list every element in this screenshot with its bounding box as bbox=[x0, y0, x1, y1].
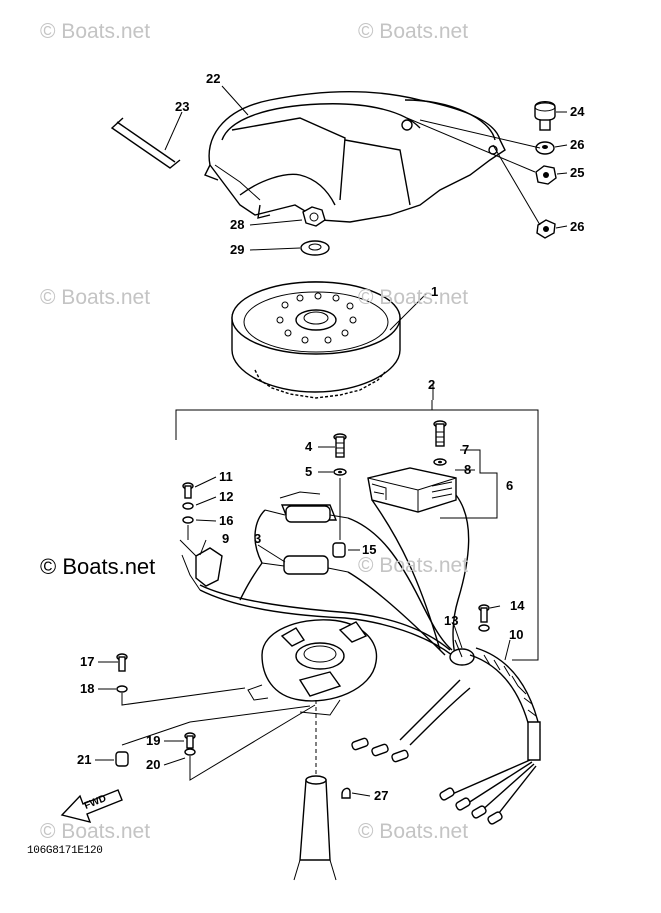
bolt-11 bbox=[182, 482, 194, 499]
callout-14: 14 bbox=[510, 598, 525, 613]
watermark-bottom-left: © Boats.net bbox=[40, 820, 151, 843]
watermark-mid-left: © Boats.net bbox=[40, 286, 151, 309]
collar-nut bbox=[535, 165, 557, 185]
callout-19: 19 bbox=[146, 733, 161, 748]
watermark-top-left: © Boats.net bbox=[40, 20, 151, 43]
callout-25: 25 bbox=[570, 165, 585, 180]
washer-20 bbox=[184, 748, 196, 756]
callout-6: 6 bbox=[506, 478, 514, 493]
watermark-top-right: © Boats.net bbox=[358, 20, 469, 43]
callout-27: 27 bbox=[374, 788, 389, 803]
callout-15: 15 bbox=[362, 542, 377, 557]
spacer bbox=[332, 542, 346, 558]
washer-12 bbox=[182, 502, 194, 510]
stator-group-bracket bbox=[175, 400, 539, 661]
callout-17: 17 bbox=[80, 654, 95, 669]
drawing-code: 106G8171E120 bbox=[27, 845, 103, 857]
bolt-14 bbox=[478, 604, 490, 632]
callout-22: 22 bbox=[206, 71, 221, 86]
bolt-17-guide bbox=[121, 687, 246, 706]
stator-base-plate bbox=[247, 619, 378, 716]
callout-16: 16 bbox=[219, 513, 234, 528]
watermark-mid-right: © Boats.net bbox=[358, 286, 469, 309]
cover-rod bbox=[110, 117, 181, 169]
callout-7: 7 bbox=[462, 442, 470, 457]
callout-26-lower: 26 bbox=[570, 219, 585, 234]
woodruff-key bbox=[341, 787, 351, 799]
callout-9: 9 bbox=[222, 531, 230, 546]
grommet-lower bbox=[536, 219, 556, 239]
charge-coil bbox=[264, 491, 349, 523]
bolt-17 bbox=[116, 653, 128, 672]
connectors-right bbox=[439, 759, 537, 825]
callout-8: 8 bbox=[464, 462, 472, 477]
leader-lines bbox=[95, 85, 568, 797]
callout-29: 29 bbox=[230, 242, 245, 257]
callout-28: 28 bbox=[230, 217, 245, 232]
nut bbox=[302, 206, 326, 227]
callout-20: 20 bbox=[146, 757, 161, 772]
spacer-21 bbox=[115, 751, 129, 767]
crankshaft bbox=[293, 700, 337, 881]
cdi-unit bbox=[367, 467, 457, 513]
alignment-lines bbox=[406, 117, 541, 226]
washer-16 bbox=[182, 516, 194, 524]
sensor bbox=[179, 539, 223, 591]
watermark-left-dark: © Boats.net bbox=[40, 554, 156, 579]
callout-5: 5 bbox=[305, 464, 313, 479]
flywheel-cover bbox=[204, 91, 506, 223]
callout-12: 12 bbox=[219, 489, 234, 504]
flywheel bbox=[231, 281, 401, 399]
spacer-guides bbox=[121, 704, 316, 781]
washer-8 bbox=[433, 458, 447, 466]
callout-21: 21 bbox=[77, 752, 92, 767]
connectors-left bbox=[351, 679, 471, 763]
washer-5 bbox=[333, 468, 347, 476]
wiring bbox=[199, 494, 470, 656]
callout-10: 10 bbox=[509, 627, 524, 642]
callout-18: 18 bbox=[80, 681, 95, 696]
washer-18 bbox=[116, 685, 128, 693]
cover-knob bbox=[534, 101, 556, 131]
pulser-coil bbox=[261, 555, 349, 575]
bolt-7 bbox=[433, 420, 447, 447]
callout-3: 3 bbox=[254, 531, 262, 546]
washer bbox=[300, 240, 330, 256]
callout-23: 23 bbox=[175, 99, 190, 114]
callout-1: 1 bbox=[431, 284, 439, 299]
callout-24: 24 bbox=[570, 104, 585, 119]
watermark-center-mid: © Boats.net bbox=[358, 554, 469, 577]
callout-2: 2 bbox=[428, 377, 436, 392]
callout-11: 11 bbox=[219, 469, 233, 484]
harness-tube bbox=[469, 647, 541, 761]
grommet bbox=[535, 141, 555, 155]
bolt-19 bbox=[184, 732, 196, 749]
flywheel-holes bbox=[276, 292, 357, 344]
callout-13: 13 bbox=[444, 613, 459, 628]
callout-4: 4 bbox=[305, 439, 313, 454]
callout-26-upper: 26 bbox=[570, 137, 585, 152]
fwd-arrow-icon bbox=[60, 789, 123, 824]
bolt-4 bbox=[333, 433, 347, 458]
watermark-bottom-right: © Boats.net bbox=[358, 820, 469, 843]
